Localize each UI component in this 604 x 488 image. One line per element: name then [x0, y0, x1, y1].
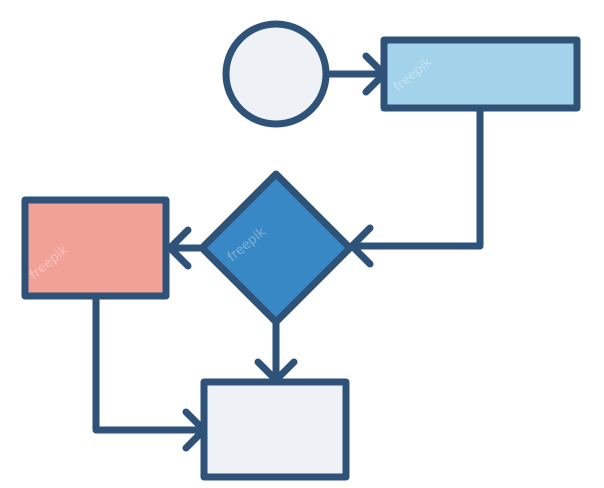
end-node-rect: [200, 378, 350, 481]
process-node-rect: [380, 36, 581, 112]
edge-process-to-decision: [352, 106, 484, 250]
arrowhead-decision-to-alternate: [166, 226, 192, 270]
alternate-node-rect: [21, 196, 170, 300]
edge-alternate-to-end: [92, 292, 204, 434]
start-node-circle: [222, 20, 330, 128]
decision-node-diamond: [198, 170, 354, 326]
